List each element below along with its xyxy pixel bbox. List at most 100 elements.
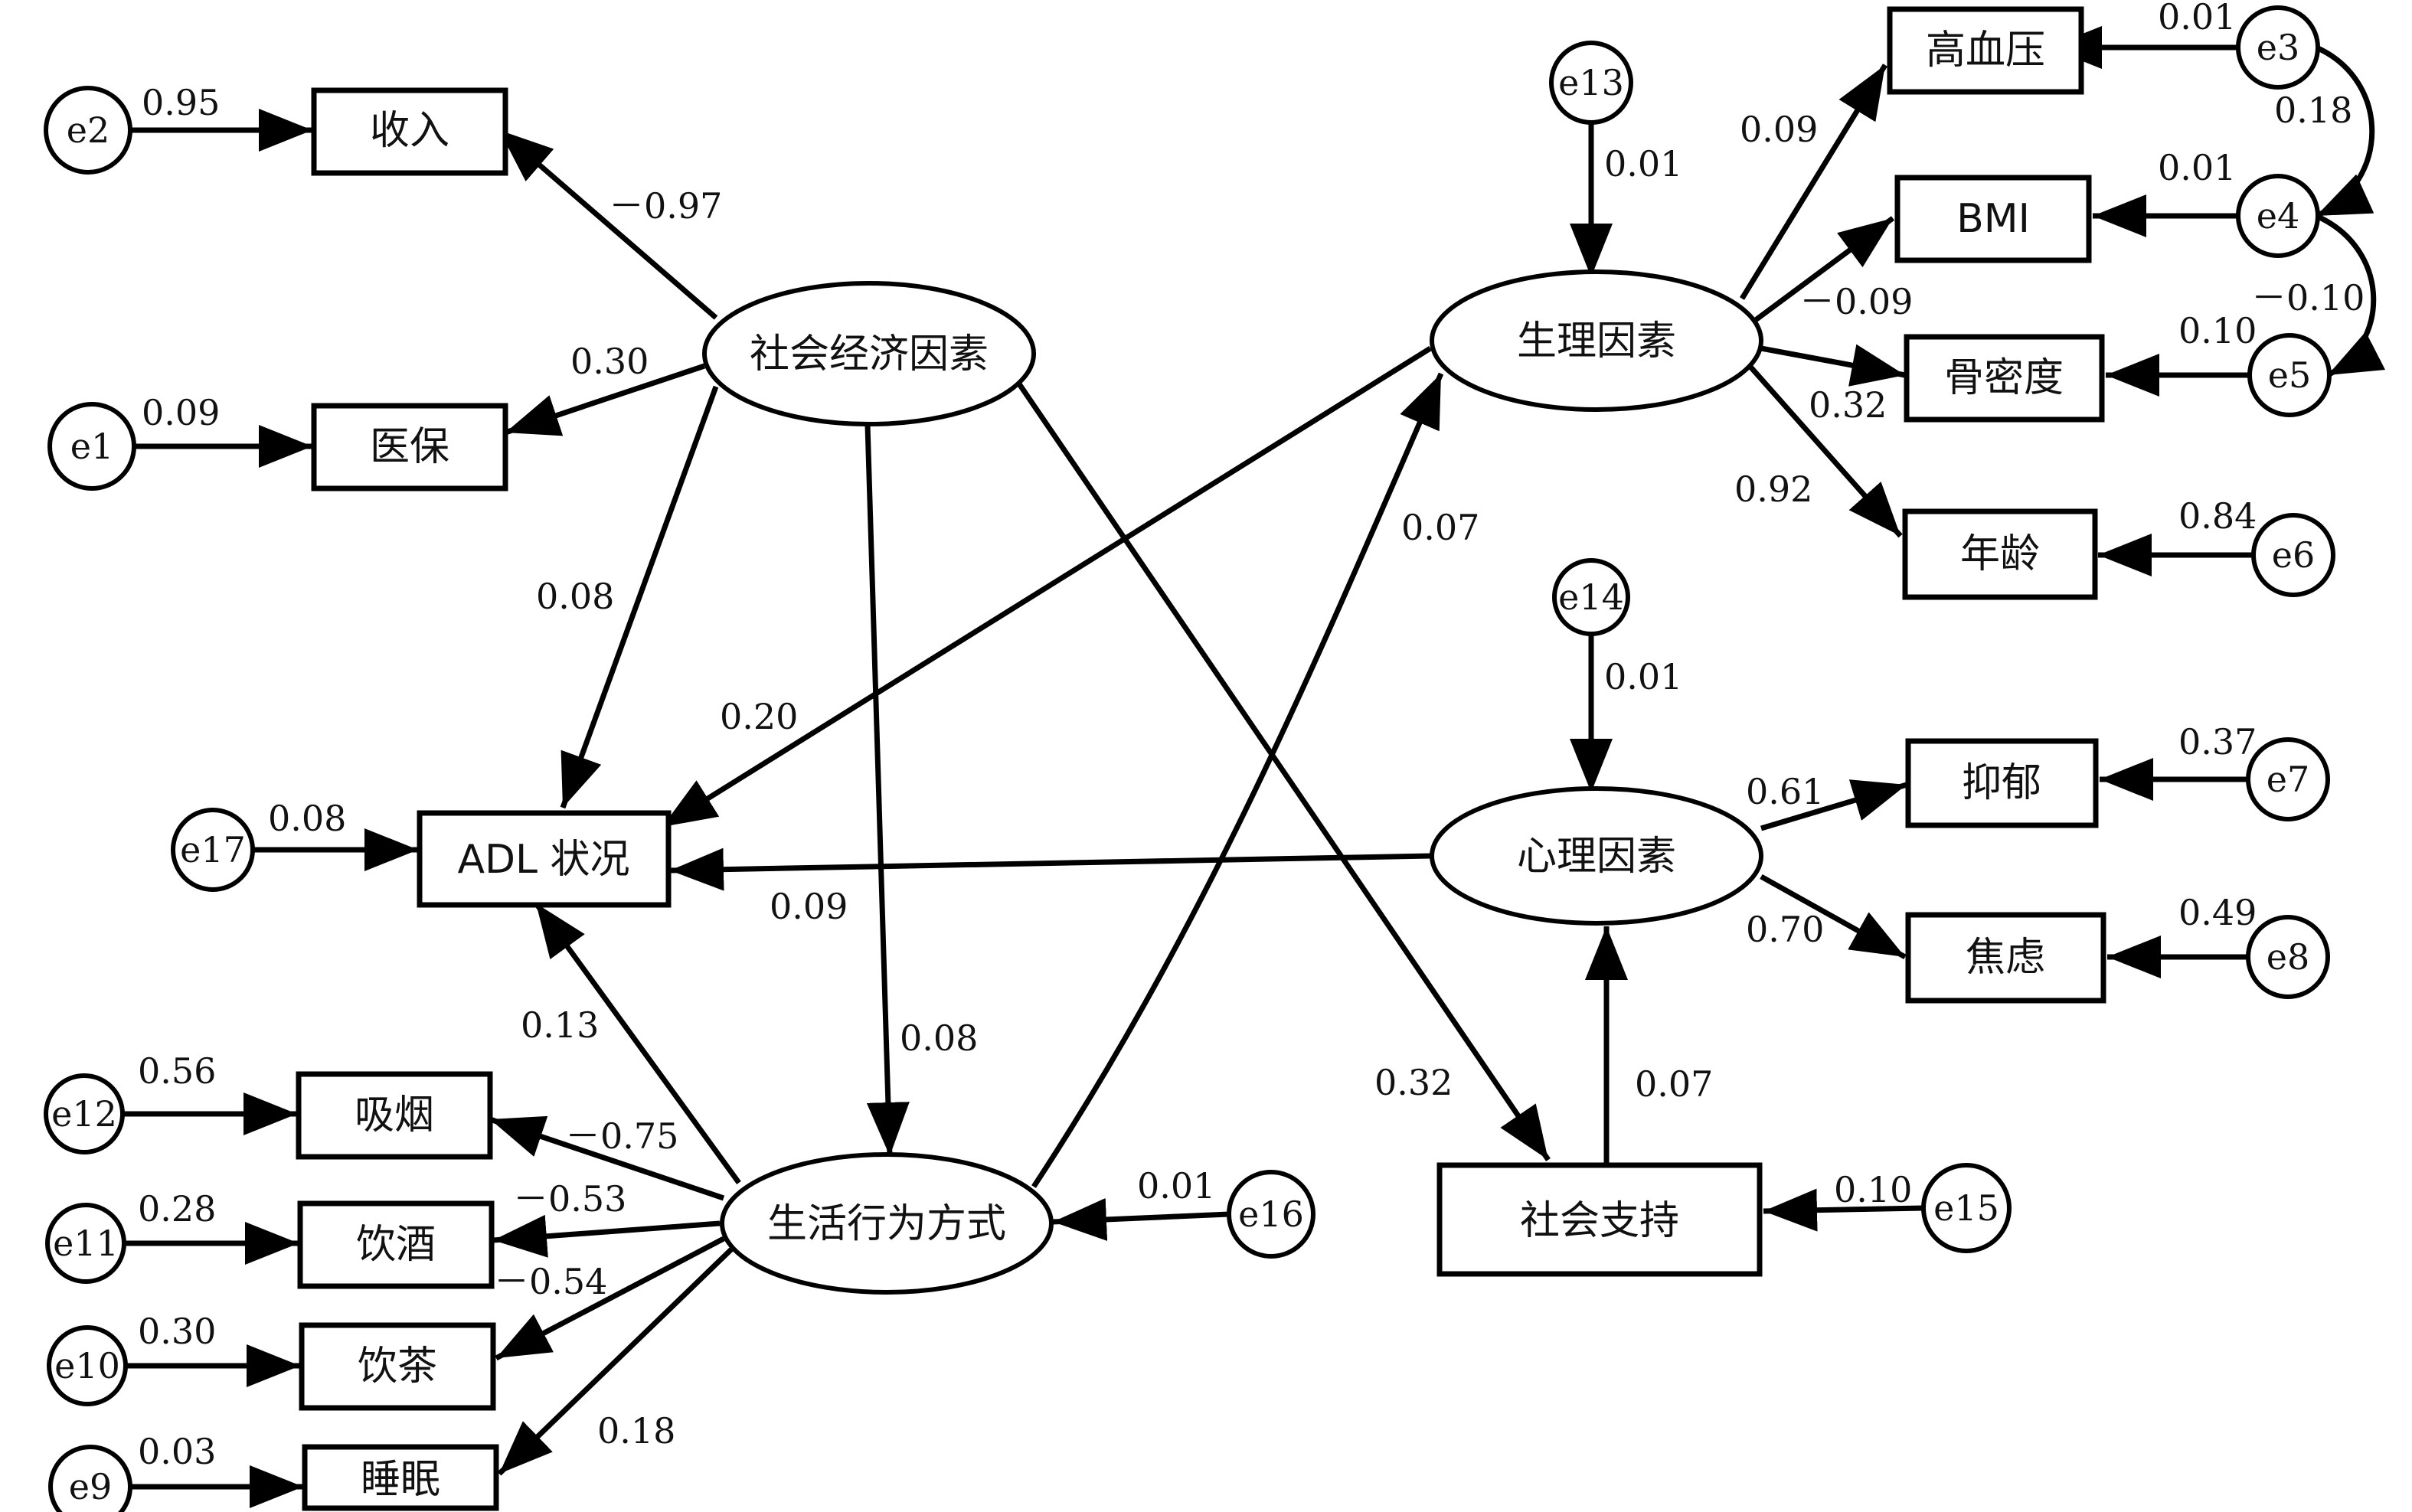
- error-e14-label: e14: [1558, 576, 1624, 618]
- arrow-physio-hypertension: [1740, 64, 1887, 300]
- coef-e16-lifestyle: 0.01: [1137, 1165, 1215, 1207]
- error-e10: [47, 1325, 128, 1406]
- coef-lifestyle-adl: 0.13: [521, 1004, 599, 1046]
- box-smoking: [296, 1071, 493, 1160]
- error-e17-label: e17: [180, 829, 246, 870]
- ellipse-psychological-label: 心理因素: [1517, 834, 1676, 880]
- coef-e5-bone: 0.10: [2178, 310, 2257, 351]
- coefficient-labels: 0.95 0.09 －0.97 0.30 0.08 0.20 0.08 0.09…: [138, 0, 2365, 1472]
- arrow-socio-adl: [560, 385, 719, 809]
- arrow-physio-age: [1747, 364, 1903, 538]
- coef-e9-sleep: 0.03: [138, 1431, 216, 1472]
- box-sleep-label: 睡眠: [361, 1457, 440, 1503]
- arrow-e16-lifestyle: [1052, 1197, 1230, 1241]
- coef-e12-smoking: 0.56: [138, 1050, 216, 1092]
- box-tea: [299, 1322, 496, 1411]
- box-anxiety-label: 焦虑: [1966, 935, 2045, 981]
- arrow-lifestyle-tea: [495, 1236, 725, 1361]
- arrow-e15-support: [1763, 1188, 1924, 1232]
- ellipse-lifestyle-label: 生活行为方式: [767, 1201, 1006, 1247]
- coef-physio-age: 0.92: [1734, 469, 1812, 510]
- arrow-lifestyle-sleep: [497, 1247, 734, 1476]
- error-e11-label: e11: [53, 1223, 119, 1264]
- coef-physio-bmi: －0.09: [1799, 281, 1913, 322]
- arrow-psych-anxiety: [1760, 874, 1907, 960]
- error-e6-label: e6: [2272, 534, 2316, 576]
- coef-e10-tea: 0.30: [138, 1311, 216, 1352]
- arrow-psych-adl: [669, 847, 1431, 891]
- coef-e6-age: 0.84: [2178, 495, 2257, 537]
- coef-e13-physio: 0.01: [1604, 143, 1682, 185]
- error-e10-label: e10: [54, 1345, 120, 1386]
- box-social-support-label: 社会支持: [1520, 1198, 1679, 1244]
- box-depression-label: 抑郁: [1962, 760, 2041, 806]
- edges: [121, 5, 2386, 1508]
- box-insurance-label: 医保: [370, 424, 449, 470]
- coef-e14-psych: 0.01: [1604, 656, 1682, 697]
- ellipse-psychological: [1430, 786, 1763, 926]
- error-e4-label: e4: [2257, 195, 2300, 237]
- box-income-label: 收入: [370, 108, 449, 154]
- arrow-physio-bmi: [1751, 216, 1895, 324]
- coef-psych-adl: 0.09: [770, 886, 848, 927]
- coef-physio-bone: 0.32: [1809, 384, 1887, 426]
- coef-e15-support: 0.10: [1834, 1169, 1912, 1210]
- error-e1: [47, 402, 136, 491]
- box-smoking-label: 吸烟: [355, 1092, 434, 1138]
- error-e2: [44, 86, 132, 175]
- ellipse-physiological: [1430, 269, 1763, 412]
- error-e5: [2247, 333, 2332, 417]
- error-e5-label: e5: [2268, 354, 2312, 396]
- coef-lifestyle-tea: －0.54: [494, 1261, 607, 1302]
- error-e2-label: e2: [67, 109, 110, 151]
- error-e15: [1921, 1163, 2012, 1253]
- covariance-e4-e5: [2258, 174, 2386, 378]
- arrow-lifestyle-smoking: [489, 1115, 725, 1201]
- ellipse-socio-economic-label: 社会经济因素: [750, 331, 989, 377]
- arrow-socio-support: [1016, 381, 1551, 1161]
- coef-e11-drinking: 0.28: [138, 1188, 216, 1230]
- box-bmi: [1894, 175, 2092, 263]
- coef-e4-e5: －0.10: [2251, 277, 2365, 318]
- coef-support-psych: 0.07: [1635, 1063, 1713, 1105]
- error-e7: [2246, 737, 2330, 821]
- coef-lifestyle-physio: 0.07: [1401, 507, 1479, 548]
- error-e14: [1552, 558, 1630, 636]
- coef-psych-anxiety: 0.70: [1746, 909, 1824, 950]
- error-e6: [2251, 513, 2335, 597]
- error-e13-label: e13: [1558, 62, 1624, 103]
- coef-socio-support: 0.32: [1374, 1062, 1453, 1103]
- box-sleep: [302, 1444, 499, 1511]
- error-e12: [44, 1073, 125, 1154]
- error-e16: [1227, 1170, 1315, 1259]
- coef-lifestyle-sleep: 0.18: [597, 1410, 675, 1452]
- coef-lifestyle-drinking: －0.53: [513, 1178, 626, 1220]
- coef-physio-hypertension: 0.09: [1740, 109, 1818, 150]
- box-social-support: [1436, 1162, 1763, 1277]
- box-insurance: [311, 403, 508, 491]
- coef-lifestyle-smoking: －0.75: [565, 1115, 678, 1157]
- arrow-lifestyle-physio: [1031, 372, 1444, 1188]
- box-adl-label: ADL 状况: [457, 837, 629, 883]
- box-bmi-label: BMI: [1956, 196, 2030, 242]
- covariance-e3-e4: [2258, 5, 2375, 219]
- arrow-psych-depression: [1760, 779, 1908, 831]
- error-terms: e2 e1 e17 e12 e11 e10 e9 e16 e13 e14 e3 …: [44, 5, 2335, 1512]
- arrow-socio-insurance: [504, 363, 706, 436]
- error-e4: [2236, 174, 2320, 258]
- arrow-physio-adl: [661, 346, 1432, 829]
- error-e8: [2246, 915, 2330, 999]
- box-anxiety: [1905, 912, 2106, 1004]
- box-bone-density-label: 骨密度: [1944, 355, 2064, 401]
- coef-e2-income: 0.95: [142, 82, 220, 123]
- coef-e1-insurance: 0.09: [142, 392, 220, 433]
- box-hypertension-label: 高血压: [1926, 28, 2045, 73]
- box-adl: [417, 810, 672, 908]
- box-drinking-label: 饮酒: [356, 1222, 436, 1268]
- box-depression: [1905, 738, 2099, 828]
- coef-e8-anxiety: 0.49: [2178, 892, 2257, 933]
- error-e7-label: e7: [2267, 759, 2310, 800]
- box-bone-density: [1904, 334, 2105, 423]
- coef-e3-e4: 0.18: [2274, 90, 2352, 131]
